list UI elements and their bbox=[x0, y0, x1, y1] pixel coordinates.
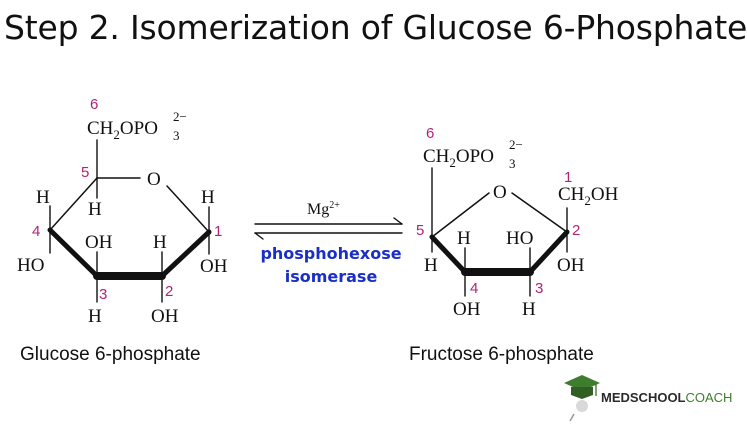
fructose-c4-h: H bbox=[457, 228, 471, 249]
glucose-ring-oxygen: O bbox=[147, 169, 161, 190]
fructose-c4-oh: OH bbox=[453, 299, 481, 320]
fructose-c3-ho: HO bbox=[506, 228, 533, 249]
medschoolcoach-logo: MEDSCHOOLCOACH bbox=[564, 375, 732, 422]
fructose-carbon-5: 5 bbox=[416, 222, 424, 239]
glucose-structure: CH2OPO 3 2− O H H HO OH H H OH H OH 6 5 … bbox=[17, 96, 228, 365]
cofactor-label: Mg2+ bbox=[307, 200, 340, 218]
glucose-c5-h: H bbox=[88, 199, 102, 220]
glucose-carbon-5: 5 bbox=[81, 164, 89, 181]
glucose-carbon-6: 6 bbox=[90, 96, 98, 113]
fructose-carbon-4: 4 bbox=[470, 280, 478, 297]
fructose-ring-oxygen: O bbox=[493, 182, 507, 203]
page-title: Step 2. Isomerization of Glucose 6-Phosp… bbox=[4, 8, 747, 47]
glucose-c4-ho: HO bbox=[17, 255, 44, 276]
glucose-c1-h: H bbox=[201, 187, 215, 208]
fructose-carbon-1: 1 bbox=[564, 169, 572, 186]
glucose-c2-oh: OH bbox=[151, 306, 179, 327]
fructose-phosphate-sub3: 3 bbox=[509, 156, 516, 171]
fructose-c2-oh: OH bbox=[557, 255, 585, 276]
glucose-c1-oh: OH bbox=[200, 256, 228, 277]
glucose-carbon-4: 4 bbox=[32, 223, 40, 240]
fructose-c5-h: H bbox=[424, 255, 438, 276]
fructose-carbon-2: 2 bbox=[572, 222, 580, 239]
enzyme-name-line1: phosphohexose bbox=[260, 244, 401, 263]
glucose-c3-oh: OH bbox=[85, 232, 113, 253]
fructose-c3-h: H bbox=[522, 299, 536, 320]
glucose-caption: Glucose 6-phosphate bbox=[20, 344, 201, 365]
graduation-cap-icon bbox=[564, 375, 600, 422]
fructose-phosphate-charge: 2− bbox=[509, 137, 523, 152]
fructose-c1-group: CH2OH bbox=[558, 184, 619, 208]
glucose-c3-h: H bbox=[88, 306, 102, 327]
glucose-carbon-2: 2 bbox=[165, 283, 173, 300]
glucose-phosphate-group: CH2OPO bbox=[87, 118, 158, 142]
reaction-diagram: CH2OPO 3 2− O H H HO OH H H OH H OH 6 5 … bbox=[17, 96, 732, 422]
fructose-ring-bonds bbox=[429, 167, 570, 297]
fructose-carbon-6: 6 bbox=[426, 125, 434, 142]
fructose-caption: Fructose 6-phosphate bbox=[409, 344, 594, 365]
fructose-structure: CH2OPO 3 2− O CH2OH H H OH HO H OH 6 5 4… bbox=[409, 125, 619, 365]
glucose-c2-h: H bbox=[153, 232, 167, 253]
glucose-ring-bonds bbox=[47, 139, 212, 303]
equilibrium-arrows bbox=[254, 217, 403, 240]
glucose-c4-h: H bbox=[36, 187, 50, 208]
enzyme-name-line2: isomerase bbox=[285, 267, 378, 286]
logo-text: MEDSCHOOLCOACH bbox=[601, 390, 732, 405]
glucose-phosphate-sub3: 3 bbox=[173, 128, 180, 143]
glucose-carbon-1: 1 bbox=[214, 223, 222, 240]
glucose-phosphate-charge: 2− bbox=[173, 109, 187, 124]
glucose-carbon-3: 3 bbox=[99, 286, 107, 303]
fructose-phosphate-group: CH2OPO bbox=[423, 146, 494, 170]
fructose-carbon-3: 3 bbox=[535, 280, 543, 297]
